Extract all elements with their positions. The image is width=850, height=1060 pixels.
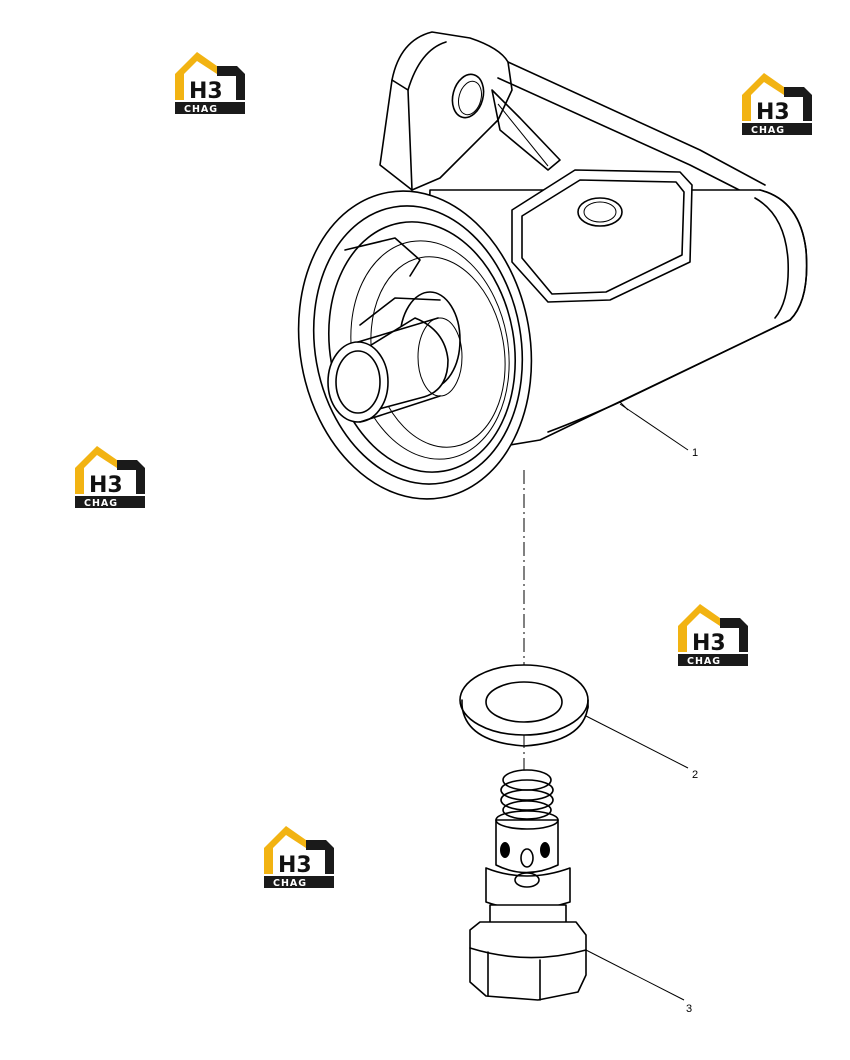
svg-text:CHAG: CHAG — [687, 656, 721, 667]
svg-text:H3: H3 — [89, 473, 123, 498]
washer-part-2: 2 — [459, 664, 698, 781]
svg-text:H3: H3 — [189, 79, 223, 104]
callout-label-1: 1 — [692, 447, 698, 459]
svg-text:CHAG: CHAG — [751, 125, 785, 136]
svg-text:H3: H3 — [278, 853, 312, 878]
watermark-logo-3: H3 CHAG — [75, 446, 145, 509]
svg-text:CHAG: CHAG — [273, 878, 307, 889]
watermark-logo-4: H3 CHAG — [678, 604, 748, 667]
callout-label-3: 3 — [686, 1003, 692, 1015]
callout-label-2: 2 — [692, 769, 698, 781]
relief-valve-part-3: 3 — [469, 769, 692, 1015]
watermark-logo-1: H3 CHAG — [175, 52, 245, 115]
svg-text:CHAG: CHAG — [184, 104, 218, 115]
filter-housing-part-1: 1 — [297, 31, 808, 500]
svg-text:H3: H3 — [692, 631, 726, 656]
watermark-logo-2: H3 CHAG — [742, 73, 812, 136]
watermark-logo-5: H3 CHAG — [264, 826, 334, 889]
svg-text:CHAG: CHAG — [84, 498, 118, 509]
svg-text:H3: H3 — [756, 100, 790, 125]
